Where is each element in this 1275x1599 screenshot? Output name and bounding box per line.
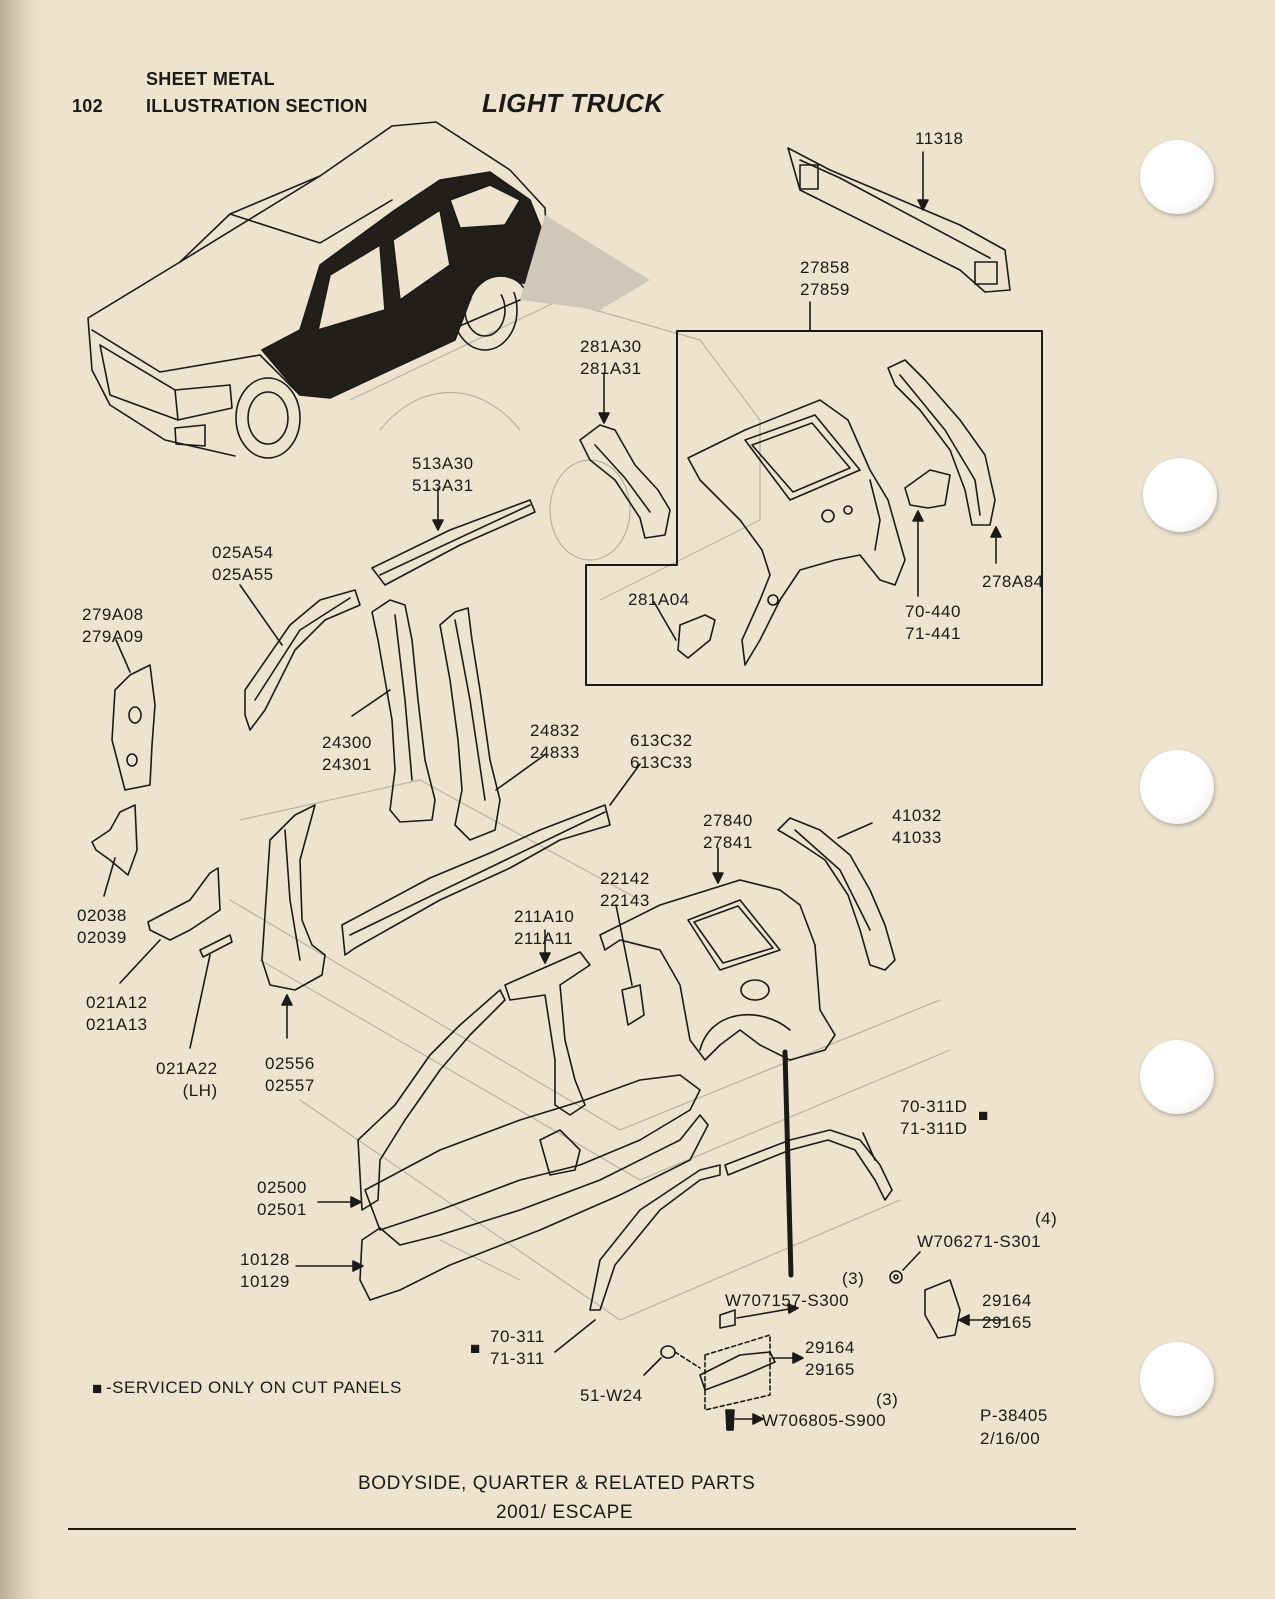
serviced-marker-70-311D: ■ xyxy=(978,1106,989,1125)
quantity-3-lower: (3) xyxy=(876,1390,899,1409)
cut-line xyxy=(782,1049,794,1278)
binder-hole xyxy=(1140,1040,1214,1114)
background-vehicle-ghost xyxy=(229,299,951,1321)
label-W707157-S300: W707157-S300 xyxy=(725,1291,850,1310)
part-281A30-shape xyxy=(579,424,671,539)
label-02556: 02556 02557 xyxy=(265,1054,315,1095)
label-613C32: 613C32 613C33 xyxy=(630,731,693,772)
part-70-311-shape xyxy=(589,1164,721,1311)
part-513A30-shape xyxy=(371,499,536,586)
label-W706805-S900: W706805-S900 xyxy=(762,1411,887,1430)
part-27858-shape xyxy=(687,399,906,666)
label-02500: 02500 02501 xyxy=(257,1178,307,1219)
label-211A10: 211A10 211A11 xyxy=(514,907,575,948)
part-281A04-shape xyxy=(677,614,716,659)
reference-date: 2/16/00 xyxy=(980,1429,1041,1448)
label-10128: 10128 10129 xyxy=(240,1250,290,1291)
label-70-311D: 70-311D 71-311D xyxy=(900,1097,968,1138)
fasteners xyxy=(643,1251,1006,1431)
quantity-4: (4) xyxy=(1035,1209,1058,1228)
label-27858: 27858 27859 xyxy=(800,258,850,299)
binder-hole xyxy=(1140,1342,1214,1416)
label-29164-right: 29164 29165 xyxy=(982,1291,1032,1332)
label-021A22: 021A22 (LH) xyxy=(156,1059,218,1100)
label-278A84: 278A84 xyxy=(982,572,1044,591)
reference-code: P-38405 xyxy=(980,1406,1048,1425)
part-02500-shape xyxy=(357,989,701,1231)
page-number: 102 xyxy=(72,96,103,116)
label-021A12: 021A12 021A13 xyxy=(86,993,148,1034)
part-025A54-shape xyxy=(244,589,361,731)
part-11318-shape xyxy=(787,147,1011,293)
binder-hole xyxy=(1143,458,1217,532)
label-281A30: 281A30 281A31 xyxy=(580,337,642,378)
serviced-marker-70-311: ■ xyxy=(470,1339,481,1358)
label-24300: 24300 24301 xyxy=(322,733,372,774)
section-title-line1: SHEET METAL xyxy=(146,69,275,89)
binder-hole xyxy=(1140,140,1214,214)
footer-model: 2001/ ESCAPE xyxy=(496,1502,634,1523)
binder-hole xyxy=(1140,750,1214,824)
footer-title: BODYSIDE, QUARTER & RELATED PARTS xyxy=(358,1473,756,1494)
label-29164-center: 29164 29165 xyxy=(805,1338,855,1379)
label-02038: 02038 02039 xyxy=(77,906,127,947)
part-10128-shape xyxy=(359,1114,709,1301)
label-22142: 22142 22143 xyxy=(600,869,650,910)
part-021A22-shape xyxy=(199,934,233,958)
part-24832-shape xyxy=(439,607,501,841)
label-41032: 41032 41033 xyxy=(892,806,942,847)
part-211A10-shape xyxy=(504,951,591,1116)
part-021A12-shape xyxy=(147,867,221,941)
label-281A04: 281A04 xyxy=(628,590,690,609)
part-24300-shape xyxy=(371,599,436,823)
part-70-440-shape xyxy=(904,469,951,509)
part-02556-shape xyxy=(261,804,326,991)
label-70-440: 70-440 71-441 xyxy=(905,602,961,643)
vehicle-shadow xyxy=(520,215,650,310)
part-278A84-shape xyxy=(887,359,996,526)
label-513A30: 513A30 513A31 xyxy=(412,454,474,495)
label-279A08: 279A08 279A09 xyxy=(82,605,144,646)
page-edge-shadow xyxy=(0,0,40,1599)
part-27840-shape xyxy=(599,879,836,1061)
label-24832: 24832 24833 xyxy=(530,721,580,762)
legend-text: -SERVICED ONLY ON CUT PANELS xyxy=(106,1378,402,1397)
section-title-line2: ILLUSTRATION SECTION xyxy=(146,96,368,116)
label-11318: 11318 xyxy=(915,129,964,148)
label-51-W24: 51-W24 xyxy=(580,1386,643,1405)
footer-rule xyxy=(68,1528,1076,1530)
label-27840: 27840 27841 xyxy=(703,811,753,852)
label-W706271-S301: W706271-S301 xyxy=(917,1232,1042,1251)
part-02038-shape xyxy=(91,804,138,876)
label-70-311: 70-311 71-311 xyxy=(490,1327,545,1368)
part-41032-shape xyxy=(777,817,896,971)
part-613C32-shape xyxy=(341,804,611,956)
category-title: LIGHT TRUCK xyxy=(482,88,664,118)
quantity-3-upper: (3) xyxy=(842,1269,865,1288)
legend-marker: ■ xyxy=(92,1379,103,1398)
quarter-group-box xyxy=(585,330,1043,686)
vehicle-illustration xyxy=(87,121,549,459)
label-025A54: 025A54 025A55 xyxy=(212,543,274,584)
part-279A08-shape xyxy=(111,664,156,791)
part-22142-shape xyxy=(621,984,645,1026)
